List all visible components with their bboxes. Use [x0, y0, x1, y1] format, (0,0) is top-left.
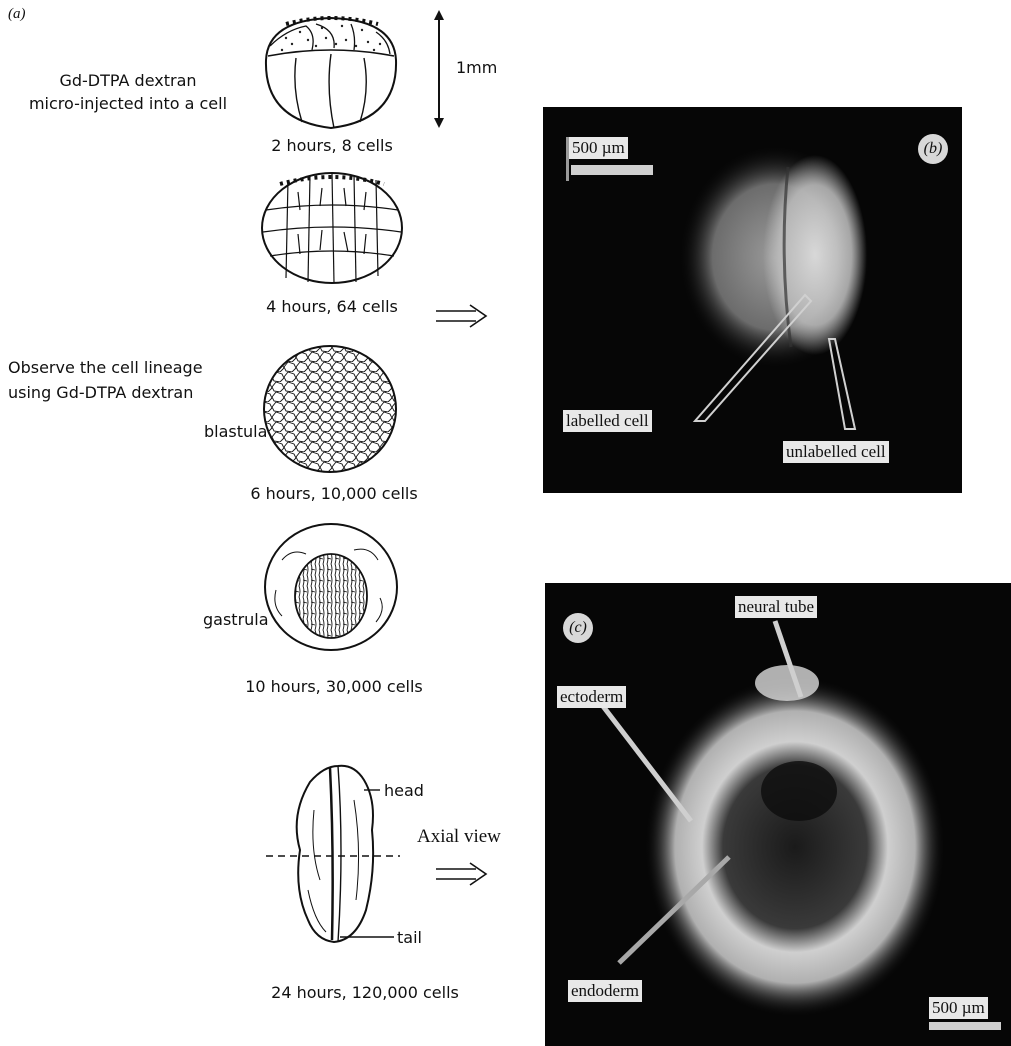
endoderm-label: endoderm [568, 980, 642, 1002]
panel-c-scale-label: 500 µm [929, 997, 988, 1019]
blastula-drawing [260, 342, 400, 476]
panel-c-mri-image: (c) neural tube ectoderm endoderm 500 µm [545, 583, 1011, 1046]
panel-b-mri-image: 500 µm (b) labelled cell unlabelled cell [543, 107, 962, 493]
embryo-64-cell-drawing [258, 170, 406, 286]
head-label: head [384, 781, 424, 800]
stage-5-caption: 24 hours, 120,000 cells [230, 983, 500, 1002]
arrow-to-panel-b [434, 304, 490, 328]
panel-b-label: (b) [918, 134, 948, 164]
gastrula-label: gastrula [203, 610, 269, 629]
axial-view-label: Axial view [417, 826, 501, 848]
inject-note-line2: micro-injected into a cell [0, 94, 256, 113]
panel-b-scale-bar-line [571, 165, 653, 175]
panel-c-scale-bar: 500 µm [929, 997, 999, 1033]
unlabelled-cell-label: unlabelled cell [783, 441, 889, 463]
embryo-8-cell-drawing [256, 10, 406, 136]
labelled-cell-label: labelled cell [563, 410, 652, 432]
panel-a-label: (a) [8, 6, 26, 23]
blastula-label: blastula [204, 422, 267, 441]
observe-note-line1: Observe the cell lineage [8, 358, 203, 377]
scale-arrow-1mm [430, 10, 450, 130]
panel-c-scale-bar-line [929, 1022, 1001, 1030]
stage-2-caption: 4 hours, 64 cells [232, 297, 432, 316]
tail-label: tail [397, 928, 422, 947]
neural-tube-label: neural tube [735, 596, 817, 618]
panel-b-scale-bar: 500 µm [566, 137, 657, 181]
stage-3-caption: 6 hours, 10,000 cells [214, 484, 454, 503]
scale-label-1mm: 1mm [456, 58, 497, 77]
stage-1-caption: 2 hours, 8 cells [232, 136, 432, 155]
gastrula-drawing [262, 520, 400, 654]
arrow-to-panel-c [434, 862, 490, 886]
ectoderm-label: ectoderm [557, 686, 626, 708]
stage-4-caption: 10 hours, 30,000 cells [214, 677, 454, 696]
panel-c-label: (c) [563, 613, 593, 643]
panel-b-scale-label: 500 µm [569, 137, 628, 159]
observe-note-line2: using Gd-DTPA dextran [8, 383, 193, 402]
inject-note-line1: Gd-DTPA dextran [0, 71, 256, 90]
